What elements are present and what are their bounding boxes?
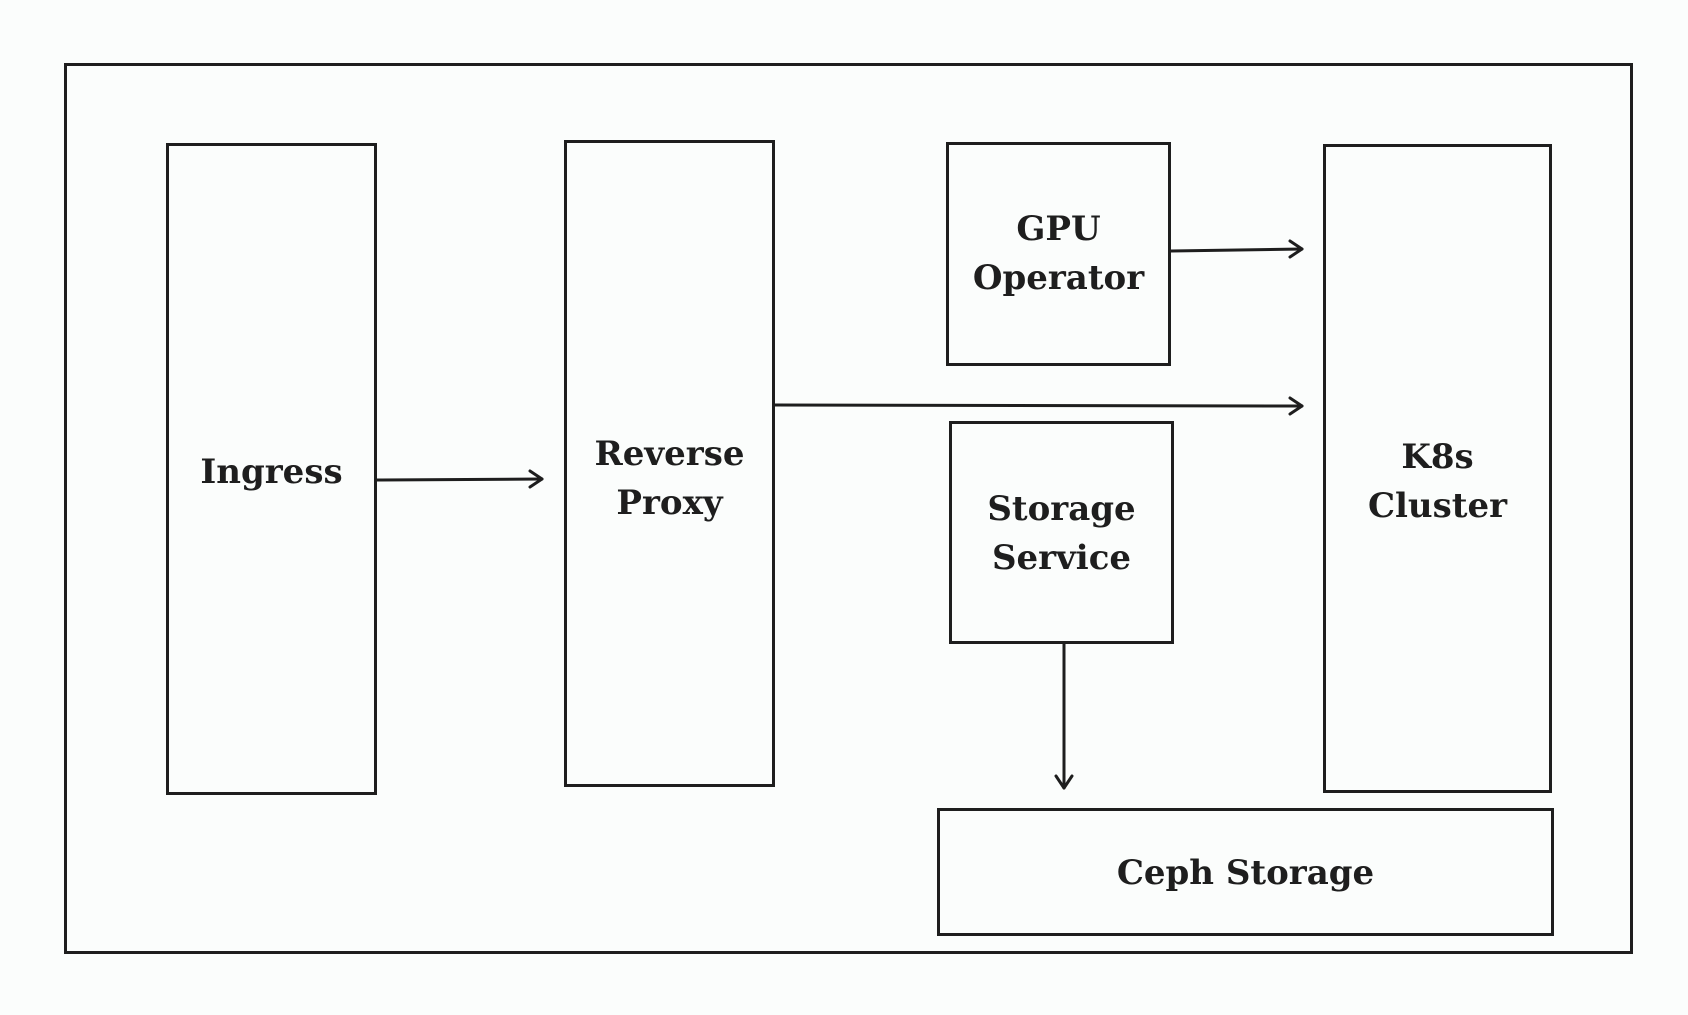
reverse-proxy-label: Reverse Proxy <box>594 433 745 523</box>
storage-service-label: Storage Service <box>987 488 1136 578</box>
k8s-cluster-node: K8s Cluster <box>1323 144 1552 793</box>
gpu-operator-node: GPU Operator <box>946 142 1171 366</box>
ceph-storage-node: Ceph Storage <box>937 808 1554 936</box>
ceph-storage-label: Ceph Storage <box>1116 852 1375 893</box>
storage-service-node: Storage Service <box>949 421 1174 644</box>
diagram-frame <box>64 63 1633 954</box>
ingress-label: Ingress <box>200 451 343 492</box>
gpu-operator-label: GPU Operator <box>972 209 1145 298</box>
ingress-node: Ingress <box>166 143 377 795</box>
k8s-cluster-label: K8s Cluster <box>1367 437 1508 526</box>
reverse-proxy-node: Reverse Proxy <box>564 140 775 787</box>
